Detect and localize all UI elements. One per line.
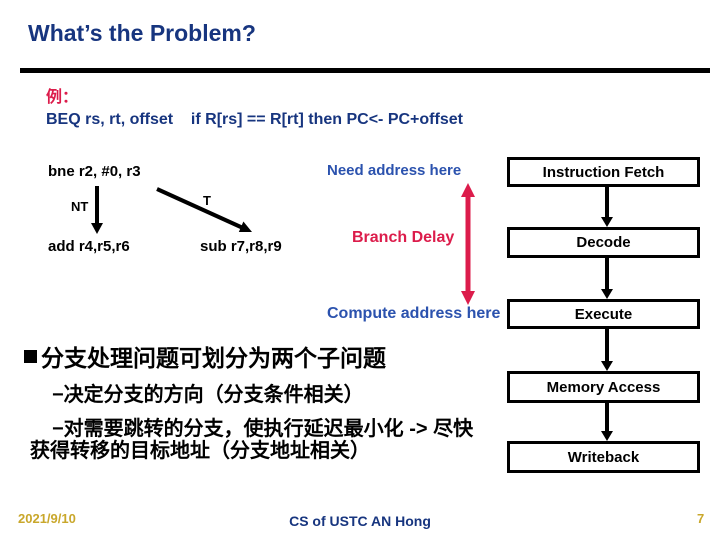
branch-delay-arrow <box>461 183 475 305</box>
pipeline-arrow-memory-writeback <box>601 403 613 441</box>
footer-credit: CS of USTC AN Hong <box>289 513 431 529</box>
footer-date: 2021/9/10 <box>18 511 76 526</box>
branch-instruction-text: bne r2, #0, r3 <box>48 163 141 180</box>
taken-instruction-text: sub r7,r8,r9 <box>200 238 282 255</box>
square-bullet-icon <box>24 349 37 363</box>
main-bullet-text: 分支处理问题可划分为两个子问题 <box>41 345 386 371</box>
not-taken-instruction-text: add r4,r5,r6 <box>48 238 130 255</box>
pipeline-stage-instruction-fetch: Instruction Fetch <box>507 157 700 187</box>
main-bullet: 分支处理问题可划分为两个子问题 <box>24 339 386 373</box>
title-underline <box>20 68 710 73</box>
pipeline-stage-execute: Execute <box>507 299 700 329</box>
pipeline-stage-decode: Decode <box>507 227 700 258</box>
sub-bullet-target-line1: −对需要跳转的分支，使执行延迟最小化 -> 尽快 <box>52 418 474 440</box>
not-taken-arrow <box>91 186 103 234</box>
page-number: 7 <box>697 511 705 526</box>
pipeline-stage-memory-access: Memory Access <box>507 371 700 403</box>
compute-address-annotation: Compute address here <box>327 305 501 322</box>
branch-delay-annotation: Branch Delay <box>352 229 455 246</box>
pipeline-arrow-decode-execute <box>601 258 613 299</box>
need-address-annotation: Need address here <box>327 162 462 179</box>
beq-definition-text: BEQ rs, rt, offset if R[rs] == R[rt] the… <box>46 111 463 128</box>
pipeline-stage-writeback: Writeback <box>507 441 700 473</box>
pipeline-arrow-fetch-decode <box>601 187 613 227</box>
sub-bullet-direction: −决定分支的方向（分支条件相关） <box>52 384 364 406</box>
pipeline-arrow-execute-memory <box>601 329 613 371</box>
taken-label: T <box>203 193 211 208</box>
sub-bullet-target-line2: 获得转移的目标地址（分支地址相关） <box>30 440 370 462</box>
page-title: What’s the Problem? <box>28 20 256 46</box>
example-label: 例： <box>46 89 79 106</box>
not-taken-label: NT <box>71 199 89 214</box>
